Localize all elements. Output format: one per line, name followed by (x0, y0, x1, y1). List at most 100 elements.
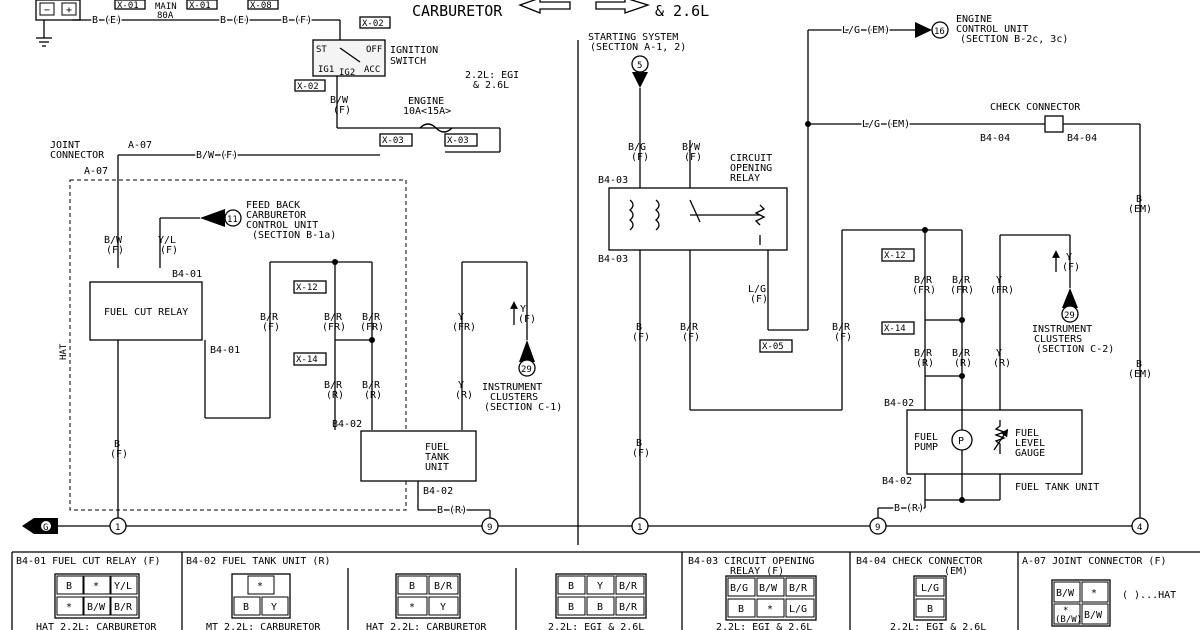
fuel-tank-unit-right (906, 409, 1083, 475)
wire-bw-right: B/W(F) (682, 142, 702, 163)
svg-text:B: B (597, 602, 603, 613)
svg-text:B/W: B/W (759, 583, 778, 594)
svg-text:X-12: X-12 (884, 251, 906, 261)
svg-text:29: 29 (521, 365, 532, 375)
wire-yl-relay: Y/L(F) (158, 235, 178, 256)
svg-text:X-03: X-03 (382, 136, 404, 146)
ground-node-4 (1131, 517, 1149, 535)
svg-text:B/R: B/R (619, 602, 638, 613)
engine-fuse-note: 2.2L: EGI& 2.6L (465, 70, 519, 91)
main-fuse-rating: 80A (157, 11, 174, 21)
svg-text:IG2: IG2 (339, 68, 355, 78)
connector-x12-left (293, 280, 327, 294)
svg-text:9: 9 (487, 523, 492, 533)
wire-br-r-r2: B/R(R) (952, 348, 972, 369)
svg-text:B: B (738, 604, 744, 615)
svg-text:Y/L: Y/L (114, 581, 132, 592)
svg-text:X-02: X-02 (362, 19, 384, 29)
svg-text:A-07: A-07 (128, 140, 152, 151)
svg-text:B/W (F): B/W (F) (196, 150, 238, 161)
svg-text:2.2L: EGI & 2.6L: 2.2L: EGI & 2.6L (890, 622, 986, 630)
wire-br-f-right: B/R(F) (680, 322, 700, 343)
ref-arrow-icon (1062, 288, 1078, 308)
svg-text:11: 11 (227, 215, 238, 225)
ground-node-1-left (109, 517, 127, 535)
wire-y-fr-right: Y(FR) (990, 275, 1014, 296)
svg-text:B: B (927, 604, 933, 615)
svg-text:FUEL TANK UNIT: FUEL TANK UNIT (1015, 482, 1099, 493)
wire-br-r-l1: B/R(R) (324, 380, 344, 401)
wire-y-f-left: Y(F) (518, 304, 536, 325)
svg-text:X-05: X-05 (762, 342, 784, 352)
svg-text:X-14: X-14 (296, 355, 318, 365)
svg-text:*: * (1091, 588, 1097, 599)
hat-region (69, 179, 407, 511)
main-fuse-label: MAIN (155, 2, 177, 12)
legend-p1-title: B4-01 FUEL CUT RELAY (F) (16, 556, 161, 567)
connector-x01-a (114, 0, 146, 10)
svg-text:L/G: L/G (921, 583, 939, 594)
svg-text:B (R): B (R) (437, 505, 467, 516)
svg-text:29: 29 (1064, 311, 1075, 321)
svg-text:A-07: A-07 (84, 166, 108, 177)
svg-text:*: * (767, 604, 773, 615)
svg-text:OFF: OFF (366, 45, 382, 55)
wire-y-fr-left: Y(FR) (452, 312, 476, 333)
svg-text:X-01: X-01 (117, 1, 139, 11)
wire-br-fr-l2: B/R(FR) (360, 312, 384, 333)
ref-arrow-icon (200, 209, 225, 227)
svg-text:HAT 2.2L: CARBURETOR: HAT 2.2L: CARBURETOR (366, 622, 487, 630)
svg-text:FUEL CUT RELAY: FUEL CUT RELAY (104, 307, 188, 318)
svg-text:B: B (568, 581, 574, 592)
svg-text:(B/W): (B/W) (1055, 615, 1082, 625)
wire-bw-switch: B/W(F) (330, 95, 351, 116)
svg-text:−: − (44, 5, 50, 16)
wire-br-fr-l1: B/R(FR) (322, 312, 346, 333)
svg-text:*: * (409, 602, 415, 613)
svg-text:B/G: B/G (730, 583, 748, 594)
pinout-b401: B * Y/L * B/W B/R (54, 573, 140, 619)
wire-bf-left: B(F) (110, 439, 128, 460)
svg-text:*: * (93, 581, 99, 592)
check-connector (1044, 115, 1064, 133)
svg-text:B/W: B/W (1056, 588, 1075, 599)
svg-text:5: 5 (637, 61, 642, 71)
svg-text:4: 4 (1137, 523, 1142, 533)
wire-b-em-1: B(EM) (1128, 194, 1152, 215)
wire-y-r-left: Y(R) (455, 380, 473, 401)
svg-text:+: + (66, 5, 72, 16)
svg-text:X-08: X-08 (250, 1, 272, 11)
connector-x12-right (881, 248, 915, 262)
legend-p6-title: B4-04 CHECK CONNECTOR(EM) (856, 556, 983, 577)
pinout-b403: B/G B/W B/R B * L/G (725, 575, 817, 621)
svg-text:B/R: B/R (619, 581, 638, 592)
wire-bg: B/G(F) (628, 142, 649, 163)
svg-text:B/W: B/W (1084, 610, 1103, 621)
svg-text:Y: Y (440, 602, 446, 613)
connector-x14-right (881, 321, 915, 335)
wire-b-f-right: B(F) (632, 322, 650, 343)
ignition-switch (312, 39, 386, 77)
pinout-b402-hat: B B/R * Y (395, 573, 461, 619)
svg-text:B: B (66, 581, 72, 592)
hat-label: HAT (59, 343, 69, 360)
svg-text:X-12: X-12 (296, 283, 318, 293)
wire-be-2: B (E) (220, 15, 250, 26)
svg-text:B4-02: B4-02 (884, 398, 914, 409)
ref-inst-left-circle (518, 359, 536, 377)
svg-text:Y: Y (271, 602, 277, 613)
svg-text:*: * (257, 581, 263, 592)
connector-x02-bottom (294, 79, 326, 92)
svg-text:B (R): B (R) (894, 503, 924, 514)
svg-text:B/R: B/R (114, 602, 133, 613)
wire-bw-relay: B/W(F) (104, 235, 124, 256)
svg-text:HAT 2.2L: CARBURETOR: HAT 2.2L: CARBURETOR (36, 622, 157, 630)
